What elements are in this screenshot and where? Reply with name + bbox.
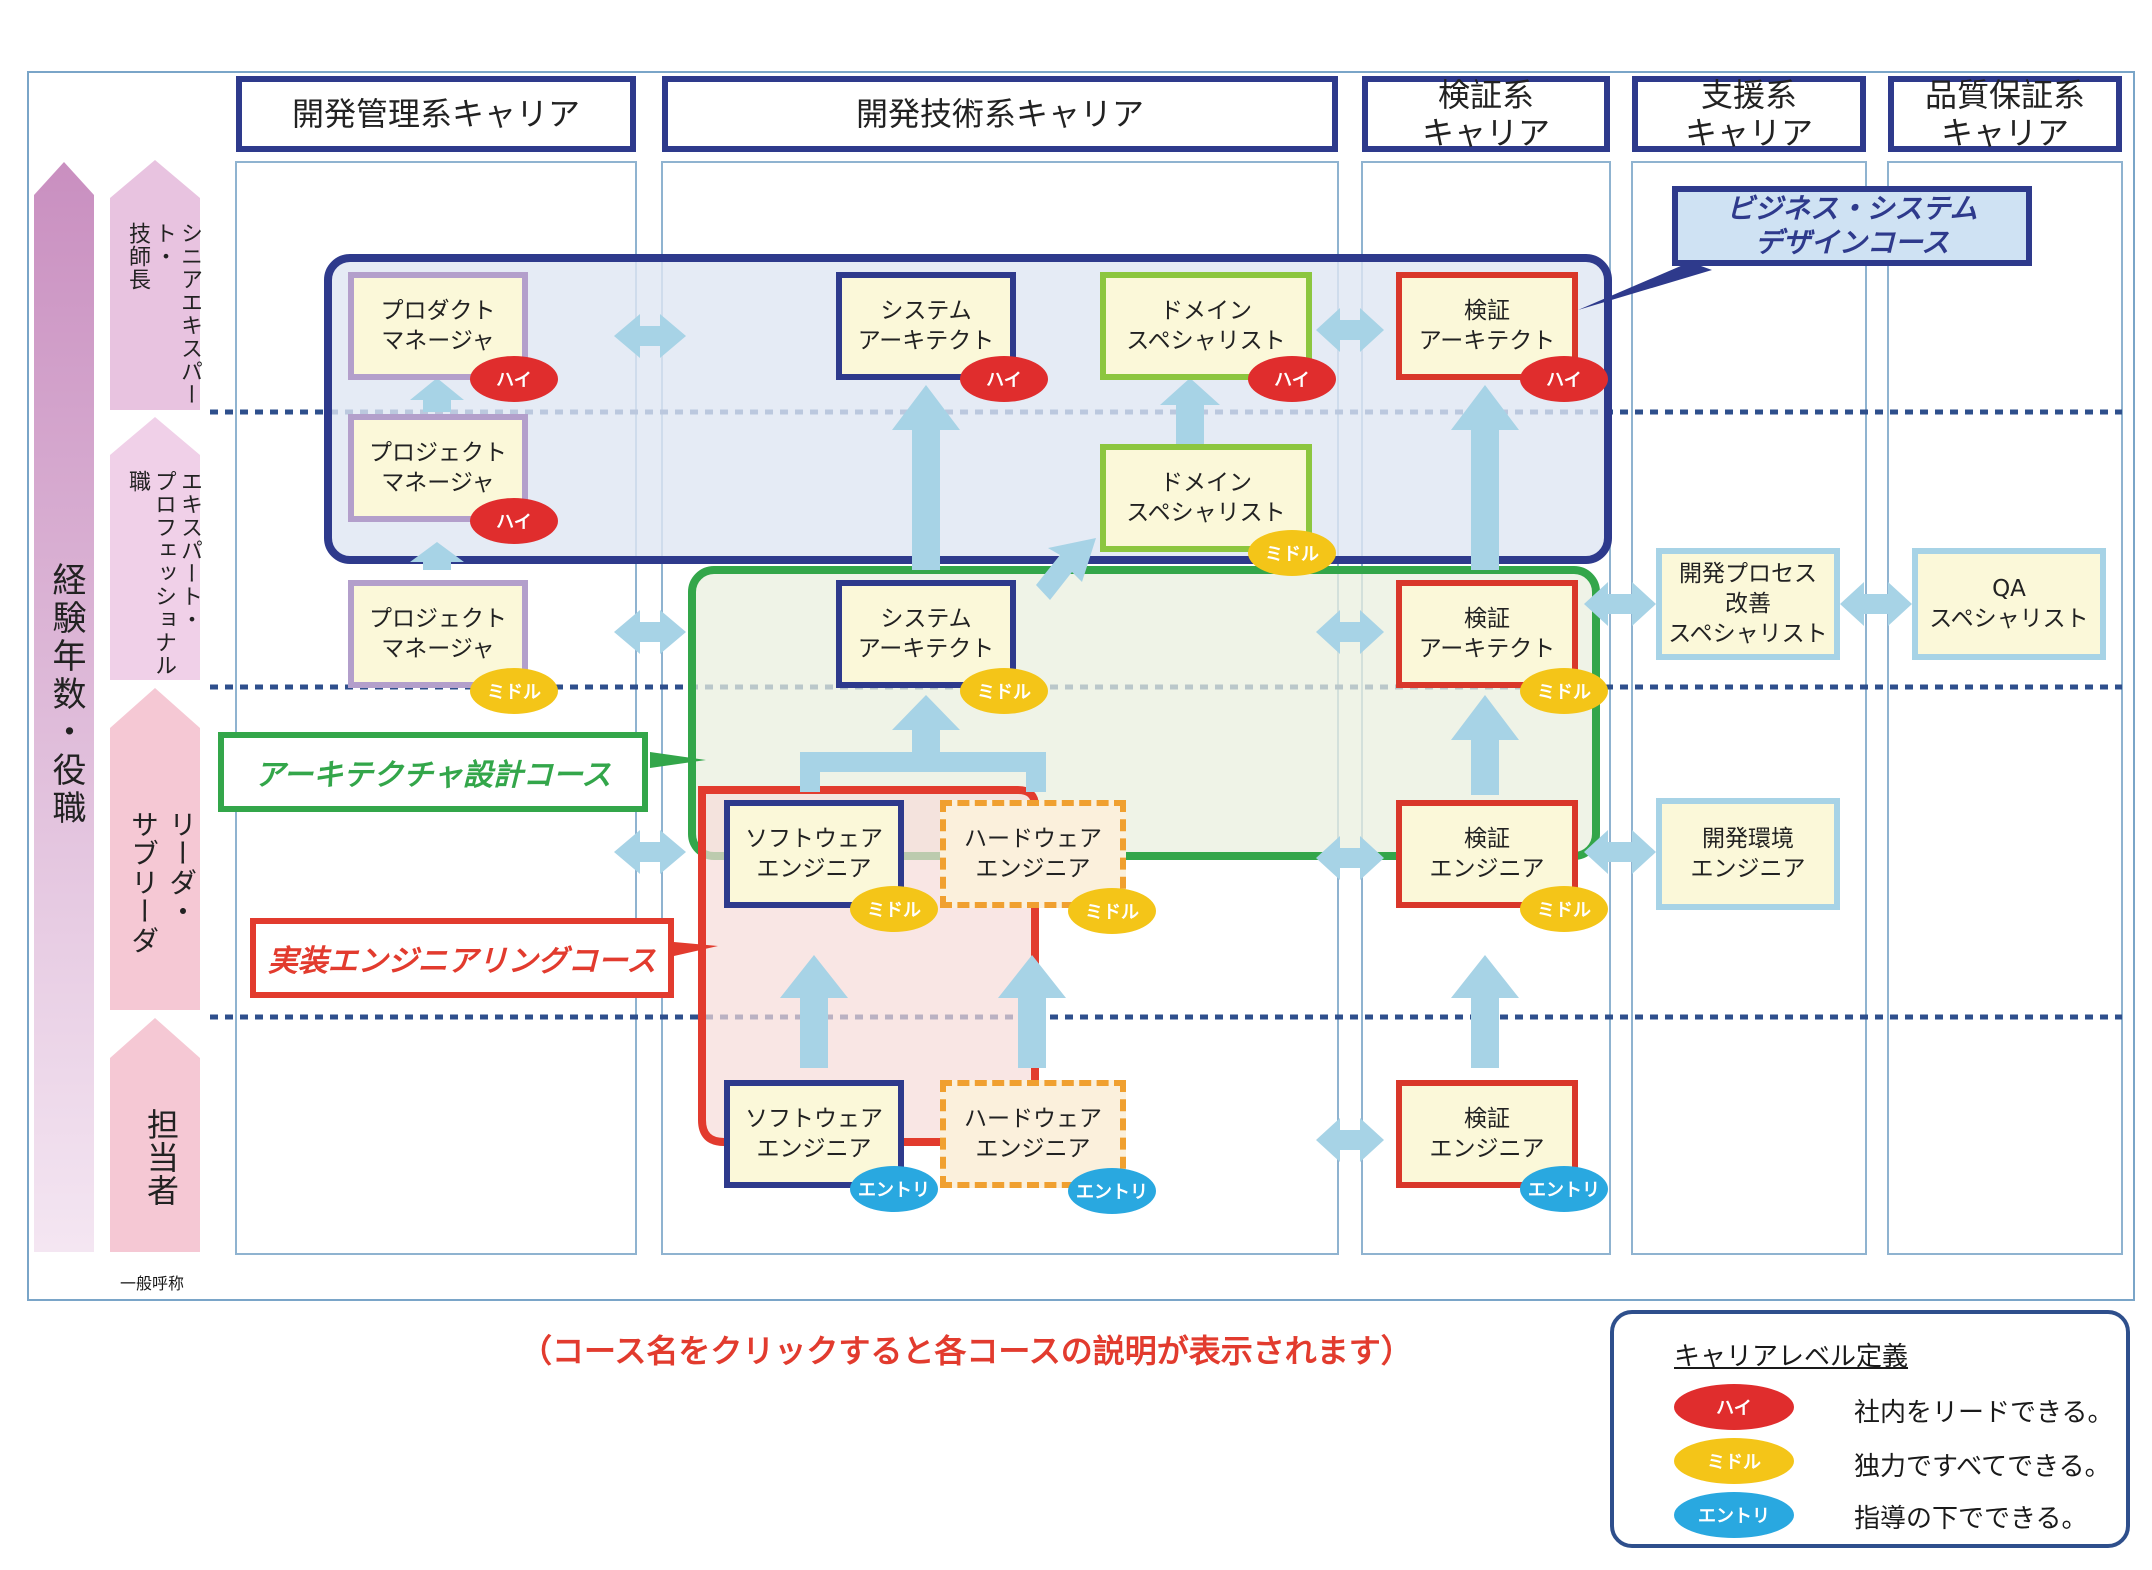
legend-title: キャリアレベル定義 (1674, 1342, 1909, 1372)
level-arrow-leader (110, 688, 200, 1010)
experience-arrow (34, 162, 94, 1252)
badge-entry: エントリ (1068, 1168, 1156, 1214)
legend-badge-mid: ミドル (1674, 1438, 1794, 1484)
level-arrow-staff (110, 1018, 200, 1252)
legend-text-entry: 指導の下でできる。 (1854, 1504, 2088, 1534)
badge-high: ハイ (470, 356, 558, 402)
badge-mid: ミドル (470, 668, 558, 714)
legend-text-high: 社内をリードできる。 (1854, 1398, 2114, 1428)
badge-mid: ミドル (1520, 886, 1608, 932)
column-header-mgmt: 開発管理系キャリア (236, 76, 636, 152)
level-arrow-senior (110, 160, 200, 410)
column-header-tech: 開発技術系キャリア (662, 76, 1338, 152)
badge-mid: ミドル (960, 668, 1048, 714)
role-qa-specialist: QA スペシャリスト (1912, 548, 2106, 660)
role-process-specialist: 開発プロセス 改善 スペシャリスト (1656, 548, 1840, 660)
role-software-engineer-mid: ソフトウェア エンジニア (724, 800, 904, 908)
badge-mid: ミドル (850, 886, 938, 932)
business-callout-tail (1578, 262, 1712, 310)
badge-high: ハイ (960, 356, 1048, 402)
axis-footer-label: 一般呼称 (120, 1274, 185, 1293)
progress-arrows (410, 378, 1519, 1068)
legend-text-mid: 独力ですべてできる。 (1854, 1452, 2111, 1482)
badge-mid: ミドル (1068, 888, 1156, 934)
outer-frame (27, 71, 2135, 1301)
level-label-staff: 担当者 (142, 1108, 180, 1207)
implementation-callout-tail (674, 942, 718, 956)
business-course-link[interactable]: ビジネス・システム デザインコース (1672, 186, 2032, 266)
level-label-senior: シニアエキスパート・ 技師長 (125, 222, 202, 406)
column-header-qa: 品質保証系 キャリア (1888, 76, 2122, 152)
badge-mid: ミドル (1520, 668, 1608, 714)
transfer-arrows (614, 308, 1912, 1162)
architecture-callout-tail (650, 752, 706, 768)
badge-high: ハイ (470, 498, 558, 544)
badge-high: ハイ (1248, 356, 1336, 402)
role-domain-specialist-mid: ドメイン スペシャリスト (1100, 444, 1312, 552)
legend-badge-entry: エントリ (1674, 1492, 1794, 1538)
badge-entry: エントリ (850, 1166, 938, 1212)
legend-badge-high: ハイ (1674, 1384, 1794, 1430)
role-devenv-engineer: 開発環境 エンジニア (1656, 798, 1840, 910)
badge-mid: ミドル (1248, 530, 1336, 576)
experience-axis-label: 経験年数・役職 (46, 562, 86, 828)
role-software-engineer-entry: ソフトウェア エンジニア (724, 1080, 904, 1188)
level-label-expert: エキスパート・ プロフェッショナル職 (125, 470, 202, 677)
column-panel-qa (1887, 161, 2123, 1255)
course-click-note: （コース名をクリックすると各コースの説明が表示されます） (520, 1332, 1413, 1370)
level-arrow-expert (110, 417, 200, 680)
column-header-support: 支援系 キャリア (1632, 76, 1866, 152)
badge-high: ハイ (1520, 356, 1608, 402)
architecture-course-link[interactable]: アーキテクチャ設計コース (218, 732, 648, 812)
role-domain-specialist-high: ドメイン スペシャリスト (1100, 272, 1312, 380)
column-header-verify: 検証系 キャリア (1362, 76, 1610, 152)
badge-entry: エントリ (1520, 1166, 1608, 1212)
role-product-manager: プロダクト マネージャ (348, 272, 528, 380)
implementation-course-link[interactable]: 実装エンジニアリングコース (250, 918, 674, 998)
career-level-legend: キャリアレベル定義 ハイ 社内をリードできる。 ミドル 独力ですべてできる。 エ… (1610, 1310, 2130, 1548)
level-label-leader: リーダ・ サブリーダ (127, 810, 198, 955)
column-panel-support (1631, 161, 1867, 1255)
role-verification-architect-high: 検証 アーキテクト (1396, 272, 1578, 380)
